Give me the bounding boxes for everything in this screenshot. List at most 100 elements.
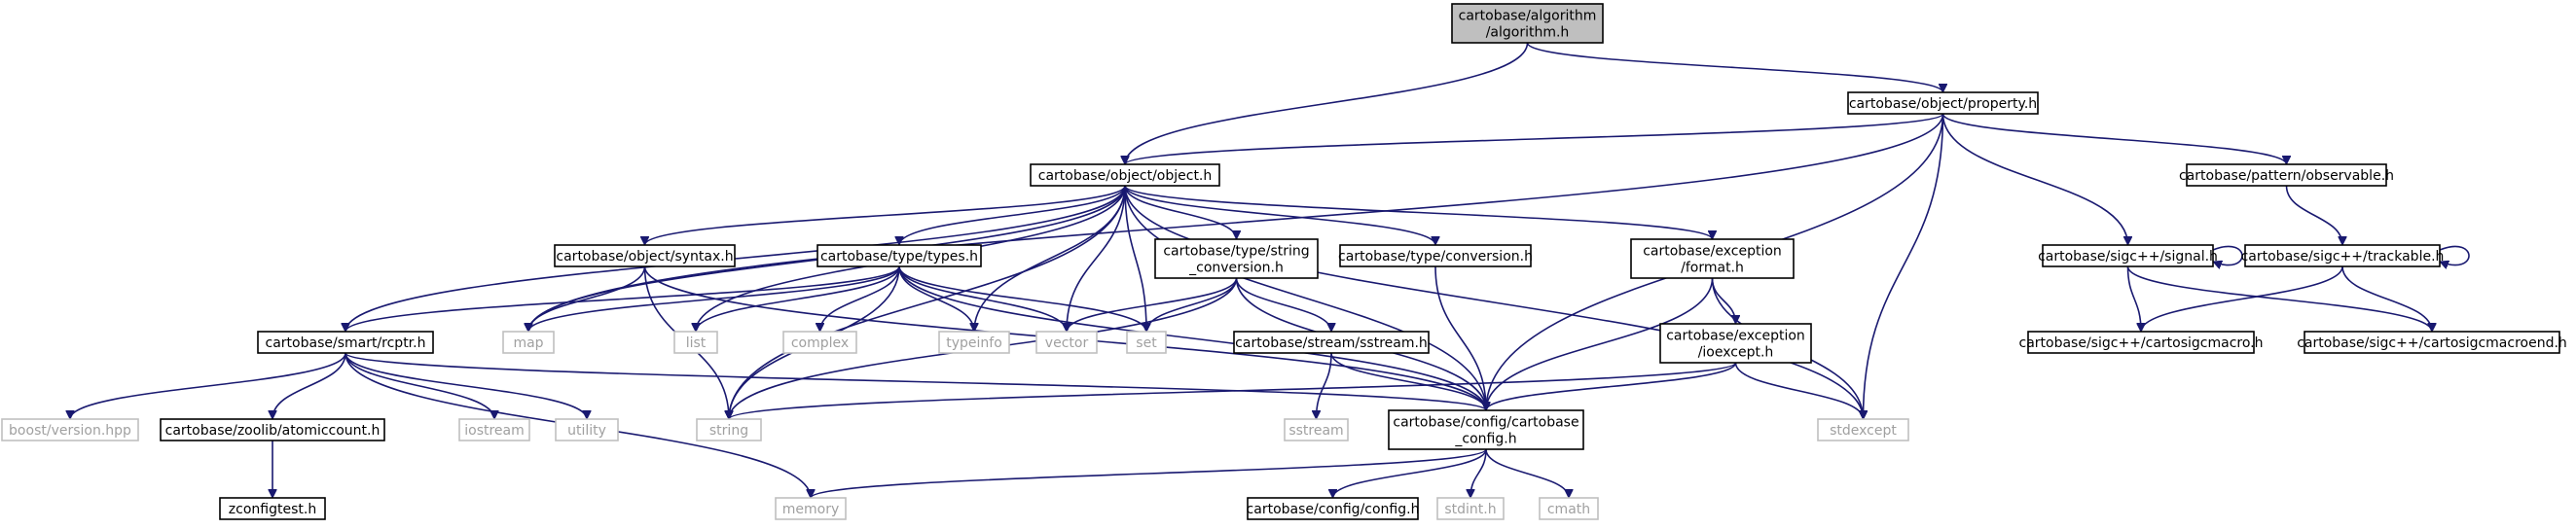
node-ioexcept[interactable]: cartobase/exception/ioexcept.h xyxy=(1659,323,1812,364)
node-stdint[interactable]: stdint.h xyxy=(1436,497,1505,520)
node-signal[interactable]: cartobase/sigc++/signal.h xyxy=(2038,244,2218,267)
edge-cconfig-to-cmath xyxy=(1485,448,1569,499)
edge-object-to-conversion xyxy=(1124,185,1435,246)
edge-types-to-complex xyxy=(820,265,900,333)
edge-signal-to-signal xyxy=(2213,245,2243,264)
edge-types-to-set xyxy=(898,265,1146,333)
edge-strconv-to-vector xyxy=(1067,277,1238,333)
node-label: typeinfo xyxy=(946,335,1002,351)
edge-observable-to-trackable xyxy=(2285,185,2343,246)
node-label: cartobase/sigc++/cartosigcmacroend.h xyxy=(2297,335,2567,351)
node-label: cartobase/object/object.h xyxy=(1038,168,1213,184)
edge-strconv-to-sstream_h xyxy=(1235,277,1332,333)
node-label: cartobase/type/types.h xyxy=(820,249,978,264)
edge-ioexcept-to-stdexcept xyxy=(1734,362,1864,420)
edge-property-to-object xyxy=(1125,113,1944,165)
node-label: cartobase/pattern/observable.h xyxy=(2179,168,2394,184)
node-observable[interactable]: cartobase/pattern/observable.h xyxy=(2179,163,2394,187)
node-label: stdexcept xyxy=(1830,423,1897,439)
node-label: cartobase/config/cartobase_config.h xyxy=(1393,415,1578,447)
edge-object-to-strconv xyxy=(1124,185,1237,240)
node-sigcmacroend[interactable]: cartobase/sigc++/cartosigcmacroend.h xyxy=(2297,331,2567,354)
edge-rcptr-to-utility xyxy=(345,352,587,420)
node-label: cartobase/sigc++/signal.h xyxy=(2038,249,2218,264)
node-iostream[interactable]: iostream xyxy=(458,418,530,441)
edge-cconfig-to-memory xyxy=(811,448,1487,499)
node-label: cartobase/sigc++/cartosigcmacro.h xyxy=(2019,335,2264,351)
node-label: stdint.h xyxy=(1444,502,1496,517)
node-boostver[interactable]: boost/version.hpp xyxy=(1,418,139,441)
node-sstream_h[interactable]: cartobase/stream/sstream.h xyxy=(1233,331,1430,354)
edge-object-to-format xyxy=(1124,185,1713,240)
edge-rcptr-to-atomic xyxy=(272,352,346,420)
node-string[interactable]: string xyxy=(696,418,762,441)
node-sigcmacro[interactable]: cartobase/sigc++/cartosigcmacro.h xyxy=(2019,331,2264,354)
node-label: memory xyxy=(782,502,840,517)
edge-object-to-vector xyxy=(1067,185,1126,332)
edge-rcptr-to-cconfig xyxy=(345,352,1486,411)
node-typeinfo[interactable]: typeinfo xyxy=(938,331,1010,354)
node-rcptr[interactable]: cartobase/smart/rcptr.h xyxy=(257,331,434,354)
node-label: string xyxy=(709,423,748,439)
node-property[interactable]: cartobase/object/property.h xyxy=(1847,91,2039,115)
node-syntax[interactable]: cartobase/object/syntax.h xyxy=(554,244,736,267)
edge-trackable-to-sigcmacro xyxy=(2141,265,2343,333)
edge-rcptr-to-iostream xyxy=(345,352,494,420)
node-sstream[interactable]: sstream xyxy=(1284,418,1349,441)
node-label: cartobase/exception/format.h xyxy=(1643,244,1782,276)
node-label: sstream xyxy=(1288,423,1343,439)
edge-strconv-to-set xyxy=(1146,277,1238,333)
edge-algorithm-to-property xyxy=(1526,42,1943,93)
node-label: boost/version.hpp xyxy=(9,423,131,439)
node-label: cartobase/type/string_conversion.h xyxy=(1163,244,1309,276)
node-types[interactable]: cartobase/type/types.h xyxy=(816,244,982,267)
node-label: cartobase/smart/rcptr.h xyxy=(266,335,426,351)
node-cconfig[interactable]: cartobase/config/cartobase_config.h xyxy=(1388,409,1584,450)
edge-rcptr-to-boostver xyxy=(70,352,346,420)
node-algorithm[interactable]: cartobase/algorithm/algorithm.h xyxy=(1451,3,1604,44)
edge-types-to-rcptr xyxy=(345,265,900,333)
node-label: set xyxy=(1136,335,1157,351)
edge-object-to-cconfig xyxy=(1124,185,1486,410)
edge-property-to-signal xyxy=(1941,113,2128,245)
node-format[interactable]: cartobase/exception/format.h xyxy=(1630,238,1795,279)
node-label: cartobase/object/syntax.h xyxy=(556,249,733,264)
node-strconv[interactable]: cartobase/type/string_conversion.h xyxy=(1154,238,1319,279)
edge-types-to-typeinfo xyxy=(898,265,974,333)
node-set[interactable]: set xyxy=(1126,331,1167,354)
node-cmath[interactable]: cmath xyxy=(1539,497,1599,520)
edge-property-to-observable xyxy=(1941,113,2287,165)
edge-object-to-set xyxy=(1124,185,1146,332)
edge-trackable-to-trackable xyxy=(2440,245,2470,264)
edge-cconfig-to-config xyxy=(1333,448,1487,499)
node-trackable[interactable]: cartobase/sigc++/trackable.h xyxy=(2241,244,2445,267)
node-conversion[interactable]: cartobase/type/conversion.h xyxy=(1338,244,1533,267)
node-label: cartobase/algorithm/algorithm.h xyxy=(1459,9,1597,41)
node-complex[interactable]: complex xyxy=(782,331,857,354)
edge-object-to-syntax xyxy=(645,185,1126,246)
edge-property-to-map xyxy=(528,113,1944,332)
node-label: map xyxy=(513,335,543,351)
edge-object-to-types xyxy=(899,185,1126,246)
node-zconfig[interactable]: zconfigtest.h xyxy=(219,497,326,520)
edge-types-to-map xyxy=(528,265,900,333)
node-label: iostream xyxy=(464,423,525,439)
node-label: cartobase/stream/sstream.h xyxy=(1235,335,1428,351)
node-stdexcept[interactable]: stdexcept xyxy=(1817,418,1909,441)
edge-ioexcept-to-cconfig xyxy=(1486,362,1737,411)
node-config[interactable]: cartobase/config/config.h xyxy=(1247,497,1420,520)
node-label: cartobase/config/config.h xyxy=(1247,502,1420,517)
node-map[interactable]: map xyxy=(502,331,555,354)
node-memory[interactable]: memory xyxy=(775,497,847,520)
node-label: cartobase/object/property.h xyxy=(1849,96,2037,112)
node-label: cartobase/exception/ioexcept.h xyxy=(1666,329,1805,361)
node-vector[interactable]: vector xyxy=(1035,331,1098,354)
edges xyxy=(70,42,2470,499)
node-utility[interactable]: utility xyxy=(555,418,619,441)
node-label: list xyxy=(686,335,707,351)
node-list[interactable]: list xyxy=(673,331,718,354)
nodes: cartobase/algorithm/algorithm.h cartobase… xyxy=(1,3,2567,520)
edge-signal-to-sigcmacroend xyxy=(2126,265,2433,333)
node-object[interactable]: cartobase/object/object.h xyxy=(1030,163,1220,187)
node-atomic[interactable]: cartobase/zoolib/atomiccount.h xyxy=(160,418,385,441)
